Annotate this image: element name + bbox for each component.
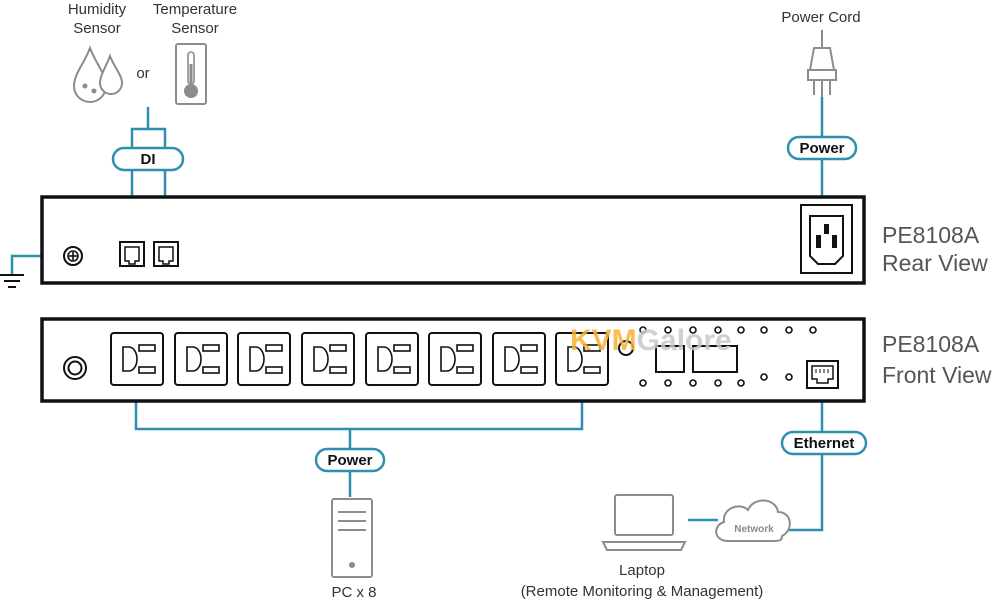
ethernet-pill: Ethernet — [780, 430, 868, 456]
power-inlet — [800, 204, 853, 274]
pc-tower-icon — [331, 498, 373, 578]
pc-label: PC x 8 — [331, 584, 376, 600]
temperature-sensor-label: Temperature — [153, 1, 237, 18]
di-pill: DI — [111, 146, 185, 172]
laptop-label: Laptop — [619, 562, 665, 579]
front-model-label: PE8108A — [882, 331, 980, 357]
rear-model-label: PE8108A — [882, 222, 980, 248]
ground-screw-icon — [63, 246, 83, 266]
humidity-sensor-label-2: Sensor — [73, 20, 121, 37]
ground-icon — [0, 274, 24, 288]
power-cord-label: Power Cord — [781, 9, 860, 26]
humidity-sensor-label: Humidity — [68, 1, 127, 18]
thermometer-icon — [175, 43, 207, 105]
outlet-7 — [492, 332, 546, 386]
status-leds — [639, 326, 817, 387]
watermark-logo: KVMGalore — [570, 324, 732, 357]
di-port-1 — [119, 241, 145, 267]
svg-text:DI: DI — [141, 151, 156, 168]
ethernet-port — [806, 360, 839, 389]
front-view-label: Front View — [882, 362, 992, 388]
power-pc-pill: Power — [314, 447, 386, 473]
rear-panel — [40, 195, 866, 285]
power-cord-pill: Power — [786, 135, 858, 161]
or-label: or — [136, 65, 149, 82]
svg-text:Power: Power — [799, 140, 844, 157]
power-switch — [63, 356, 87, 380]
humidity-drops-icon — [72, 45, 124, 103]
outlet-3 — [237, 332, 291, 386]
outlet-2 — [174, 332, 228, 386]
laptop-label-2: (Remote Monitoring & Management) — [521, 583, 764, 600]
rear-view-label: Rear View — [882, 250, 988, 276]
svg-text:Ethernet: Ethernet — [794, 435, 855, 452]
laptop-icon — [601, 494, 687, 551]
temperature-sensor-label-2: Sensor — [171, 20, 219, 37]
outlet-5 — [365, 332, 419, 386]
outlet-6 — [428, 332, 482, 386]
outlet-4 — [301, 332, 355, 386]
display-left — [655, 345, 685, 373]
outlet-1 — [110, 332, 164, 386]
display-right — [692, 345, 738, 373]
svg-text:Power: Power — [327, 452, 372, 469]
reset-button — [618, 340, 634, 356]
di-port-2 — [153, 241, 179, 267]
cloud-icon — [715, 499, 791, 542]
power-plug-icon — [807, 30, 837, 97]
front-panel — [40, 317, 866, 403]
network-label: Network — [734, 524, 774, 535]
